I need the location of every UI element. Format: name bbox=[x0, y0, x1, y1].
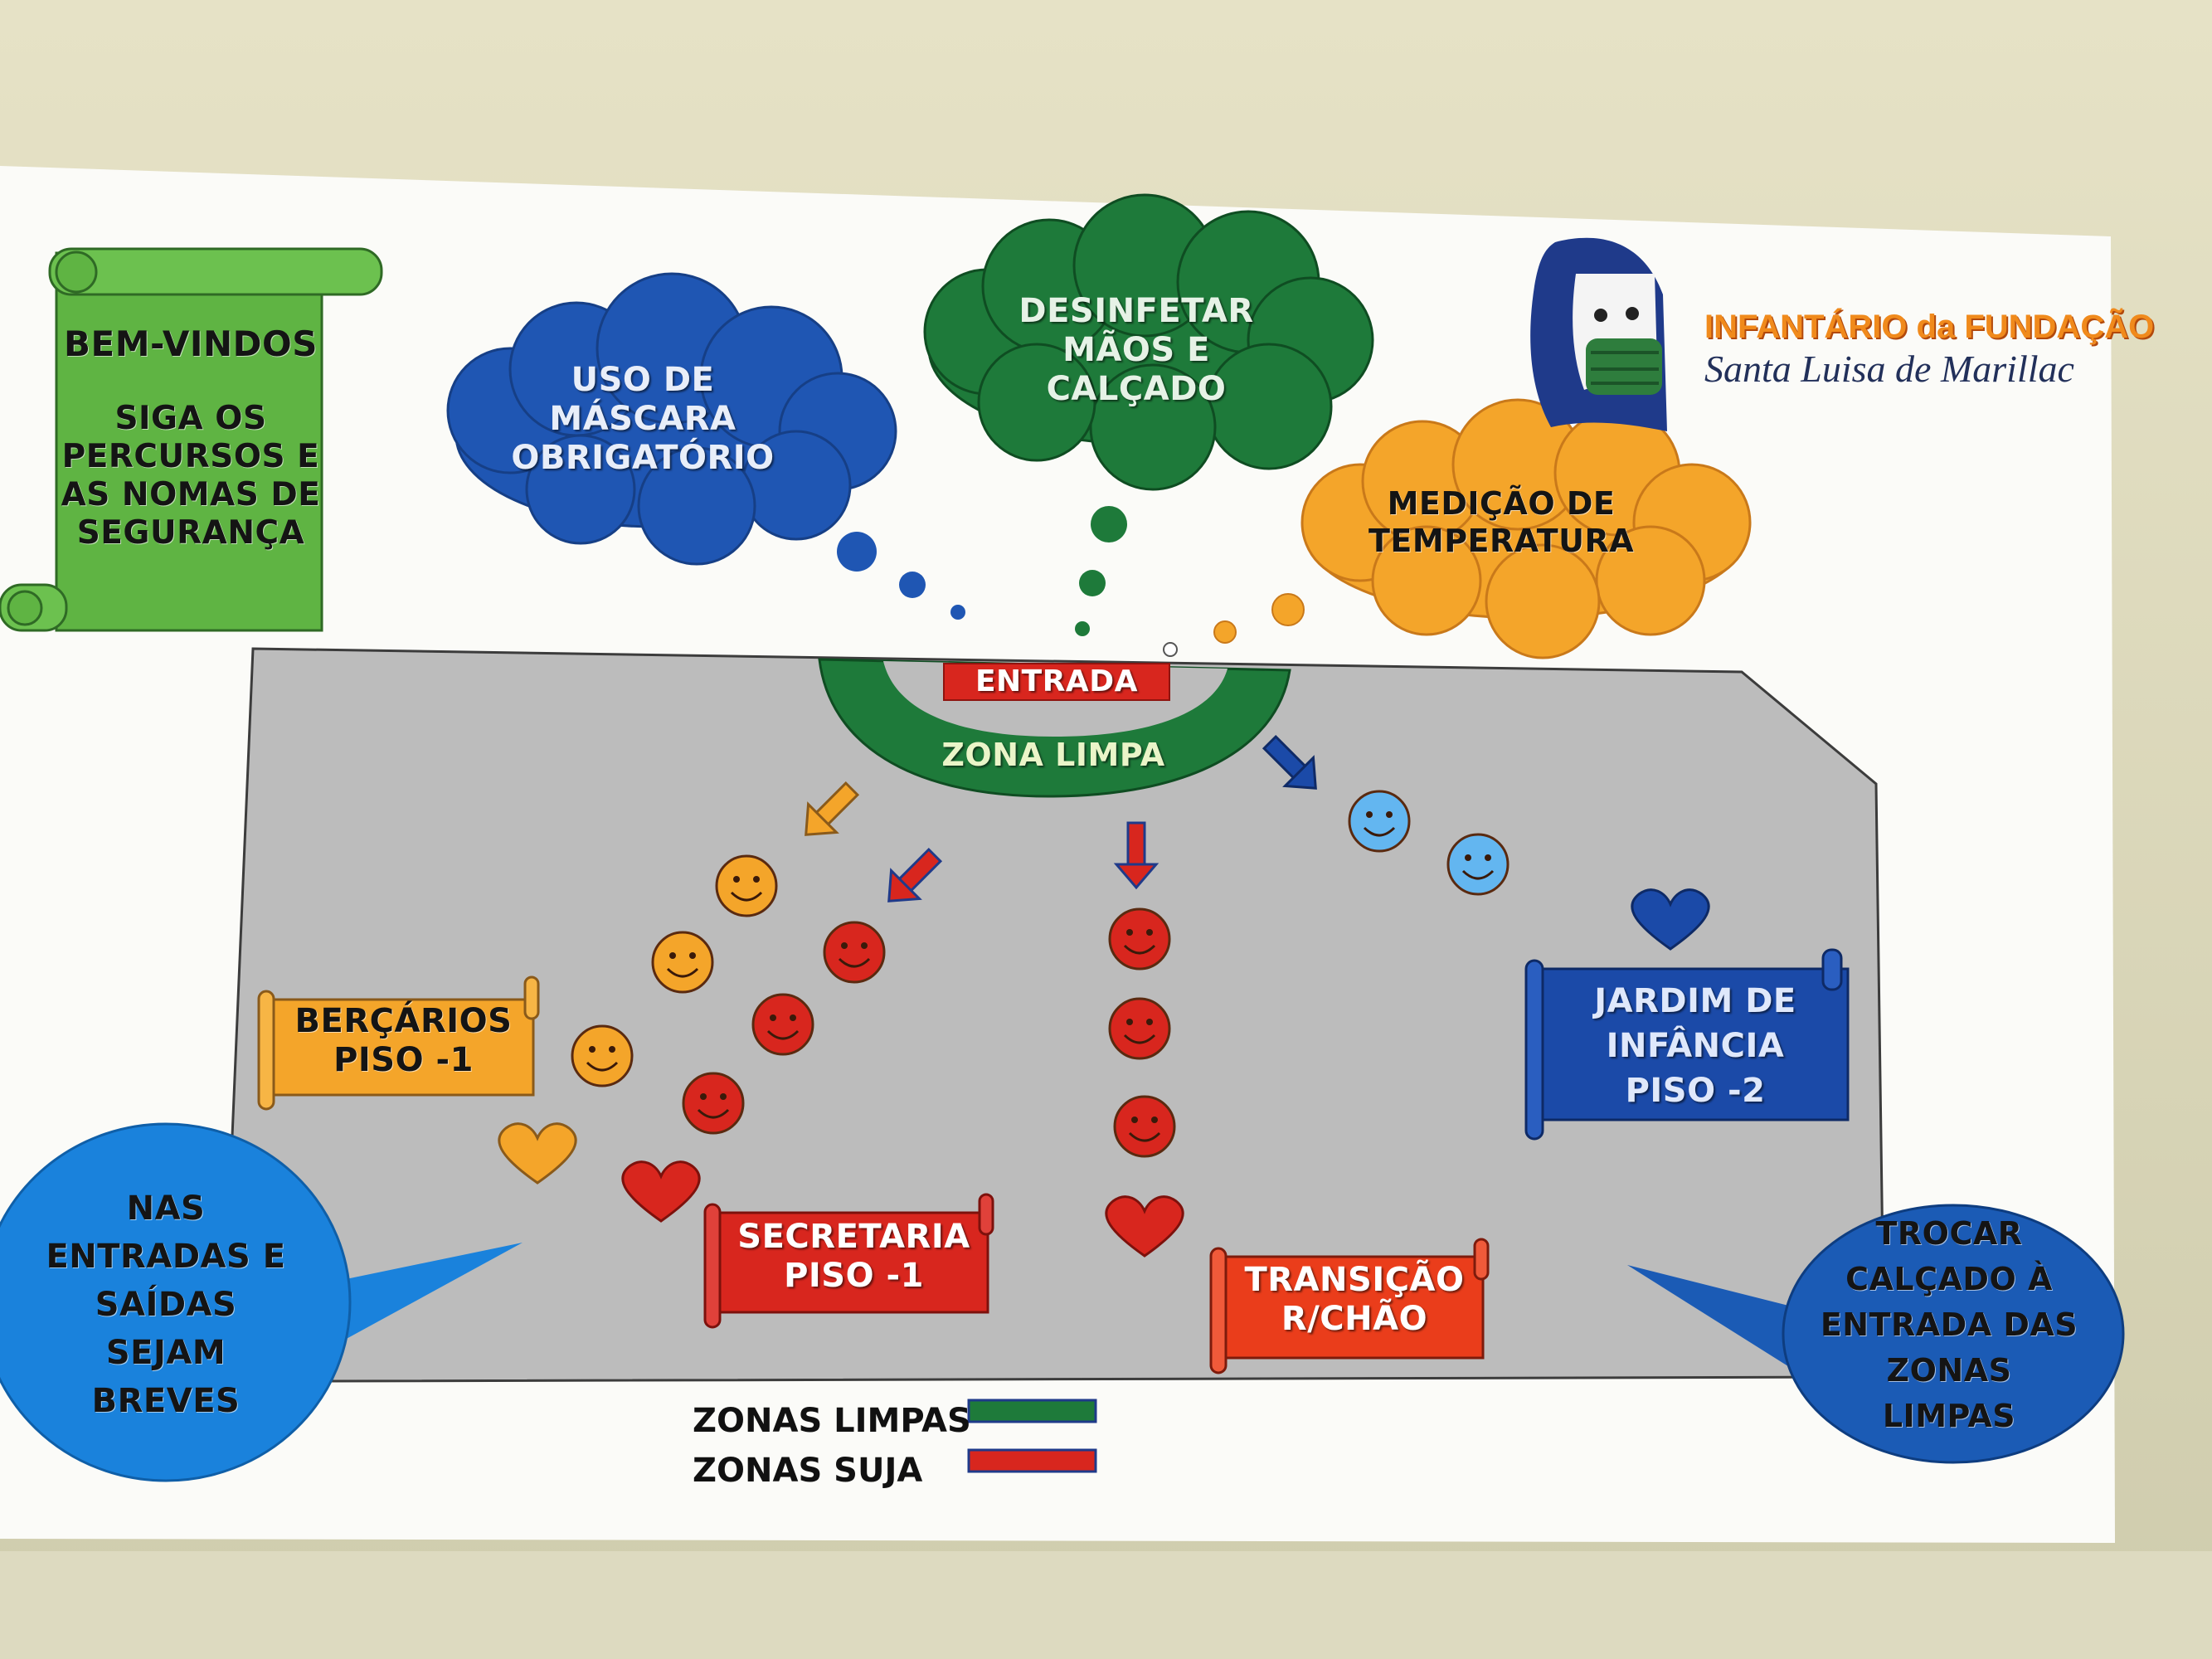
smiley-face-icon bbox=[571, 1024, 634, 1087]
thought-dots bbox=[837, 506, 1305, 657]
entrance-banner bbox=[943, 663, 1170, 701]
clean-zone-label: ZONA LIMPA bbox=[941, 737, 1165, 773]
transicao-scroll bbox=[1209, 1238, 1490, 1374]
path-markers bbox=[498, 790, 1710, 1258]
smiley-face-icon bbox=[1108, 907, 1171, 971]
logo-title: INFANTÁRIO da FUNDAÇÃO bbox=[1704, 309, 2155, 345]
smiley-face-icon bbox=[1108, 997, 1171, 1060]
mask-cloud bbox=[446, 272, 897, 566]
smiley-face-icon bbox=[823, 921, 886, 984]
smiley-face-icon bbox=[1348, 790, 1411, 853]
transicao-label: TRANSIÇÃO R/CHÃO bbox=[1244, 1261, 1465, 1339]
heart-icon bbox=[621, 1160, 701, 1223]
heart-icon bbox=[1631, 888, 1710, 951]
bercarios-scroll bbox=[257, 975, 540, 1111]
legend-clean-swatch bbox=[967, 1399, 1097, 1423]
table-edge bbox=[0, 1551, 2212, 1659]
disinfect-cloud bbox=[923, 193, 1374, 491]
smiley-face-icon bbox=[1113, 1095, 1176, 1158]
jardim-scroll bbox=[1524, 948, 1850, 1141]
legend-dirty-swatch bbox=[967, 1448, 1097, 1473]
welcome-scroll bbox=[0, 247, 383, 632]
legend-dirty-label: ZONAS SUJA bbox=[693, 1452, 923, 1490]
left-bubble-text: NAS ENTRADAS E SAÍDAS SEJAM BREVES bbox=[46, 1190, 286, 1420]
disinfect-cloud-text: DESINFETAR MÃOS E CALÇADO bbox=[1018, 292, 1254, 409]
left-speech-bubble bbox=[0, 1122, 523, 1482]
welcome-title: BEM-VINDOS bbox=[64, 324, 318, 364]
secretaria-label: SECRETARIA PISO -1 bbox=[737, 1218, 970, 1296]
logo-emblem bbox=[1530, 237, 1667, 431]
smiley-face-icon bbox=[1446, 833, 1510, 896]
smiley-face-icon bbox=[715, 854, 778, 917]
bercarios-label: BERÇÁRIOS PISO -1 bbox=[294, 1002, 513, 1080]
smiley-face-icon bbox=[682, 1072, 745, 1135]
legend-clean-label: ZONAS LIMPAS bbox=[693, 1402, 971, 1440]
smiley-face-icon bbox=[751, 993, 814, 1056]
arrow-down-icon bbox=[805, 781, 860, 836]
arrow-down-icon bbox=[887, 847, 943, 902]
arrow-down-icon bbox=[1262, 734, 1317, 790]
entrance-label: ENTRADA bbox=[975, 664, 1139, 698]
arrow-down-icon bbox=[1113, 821, 1159, 890]
right-speech-bubble bbox=[1627, 1204, 2125, 1464]
temperature-cloud bbox=[1300, 398, 1752, 659]
welcome-text: SIGA OS PERCURSOS E AS NOMAS DE SEGURANÇ… bbox=[61, 400, 321, 552]
heart-icon bbox=[498, 1122, 577, 1185]
heart-icon bbox=[1105, 1195, 1184, 1258]
secretaria-scroll bbox=[703, 1193, 994, 1329]
logo-subtitle: Santa Luisa de Marillac bbox=[1704, 348, 2074, 390]
right-bubble-text: TROCAR CALÇADO À ENTRADA DAS ZONAS LIMPA… bbox=[1820, 1215, 2078, 1435]
jardim-label: JARDIM DE INFÂNCIA PISO -2 bbox=[1594, 982, 1796, 1110]
smiley-face-icon bbox=[651, 931, 714, 994]
mask-cloud-text: USO DE MÁSCARA OBRIGATÓRIO bbox=[511, 361, 775, 478]
temperature-cloud-text: MEDIÇÃO DE TEMPERATURA bbox=[1369, 485, 1635, 559]
